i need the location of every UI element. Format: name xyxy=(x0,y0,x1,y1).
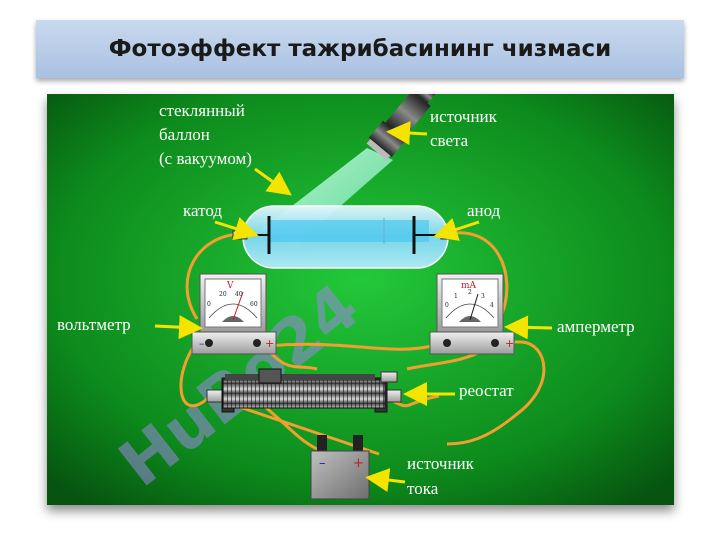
battery-plus: + xyxy=(353,456,364,471)
ammeter: + mA 0 1 2 3 4 xyxy=(429,273,515,355)
voltmeter-unit: V xyxy=(226,281,234,291)
voltmeter-tick-60: 60 xyxy=(250,301,258,308)
voltmeter-plus: + xyxy=(265,337,274,350)
voltmeter-tick-20: 20 xyxy=(219,291,227,298)
label-anode: анод xyxy=(467,201,501,220)
label-light-source-line2: света xyxy=(430,131,469,150)
label-balloon-line3: (с вакуумом) xyxy=(159,149,252,168)
label-current-source-line1: источник xyxy=(407,454,475,473)
page-title: Фотоэффект тажрибасининг чизмаси xyxy=(108,36,612,62)
diagram-panel: HuBo24 xyxy=(47,94,674,505)
battery-minus: – xyxy=(319,456,326,471)
ammeter-tick-0: 0 xyxy=(445,302,449,309)
ammeter-tick-4: 4 xyxy=(490,302,494,309)
label-rheostat: реостат xyxy=(459,381,514,400)
pointer-arrows xyxy=(154,121,553,493)
label-light-source-line1: источник xyxy=(430,107,498,126)
label-cathode: катод xyxy=(183,201,222,220)
rheostat xyxy=(206,368,402,413)
voltmeter-minus: – xyxy=(199,337,205,350)
voltmeter-tick-0: 0 xyxy=(207,301,211,308)
ammeter-tick-3: 3 xyxy=(481,293,485,300)
glass-balloon xyxy=(242,205,449,269)
title-bar: Фотоэффект тажрибасининг чизмаси xyxy=(36,20,684,78)
ammeter-unit: mA xyxy=(461,281,477,291)
label-current-source-line2: тока xyxy=(407,479,439,498)
label-balloon-line1: стеклянный xyxy=(159,101,245,120)
ammeter-tick-2: 2 xyxy=(468,289,472,296)
voltmeter: – + V 0 20 40 60 xyxy=(191,273,277,355)
label-voltmeter: вольтметр xyxy=(57,315,131,334)
current-source-battery: – + xyxy=(310,435,370,500)
voltmeter-tick-40: 40 xyxy=(235,291,243,298)
label-balloon-line2: баллон xyxy=(159,125,210,144)
ammeter-tick-1: 1 xyxy=(454,293,458,300)
photoeffect-diagram: HuBo24 xyxy=(47,94,674,505)
label-ammeter: амперметр xyxy=(557,317,635,336)
circuit-wires xyxy=(179,231,546,456)
ammeter-plus: + xyxy=(505,337,514,350)
